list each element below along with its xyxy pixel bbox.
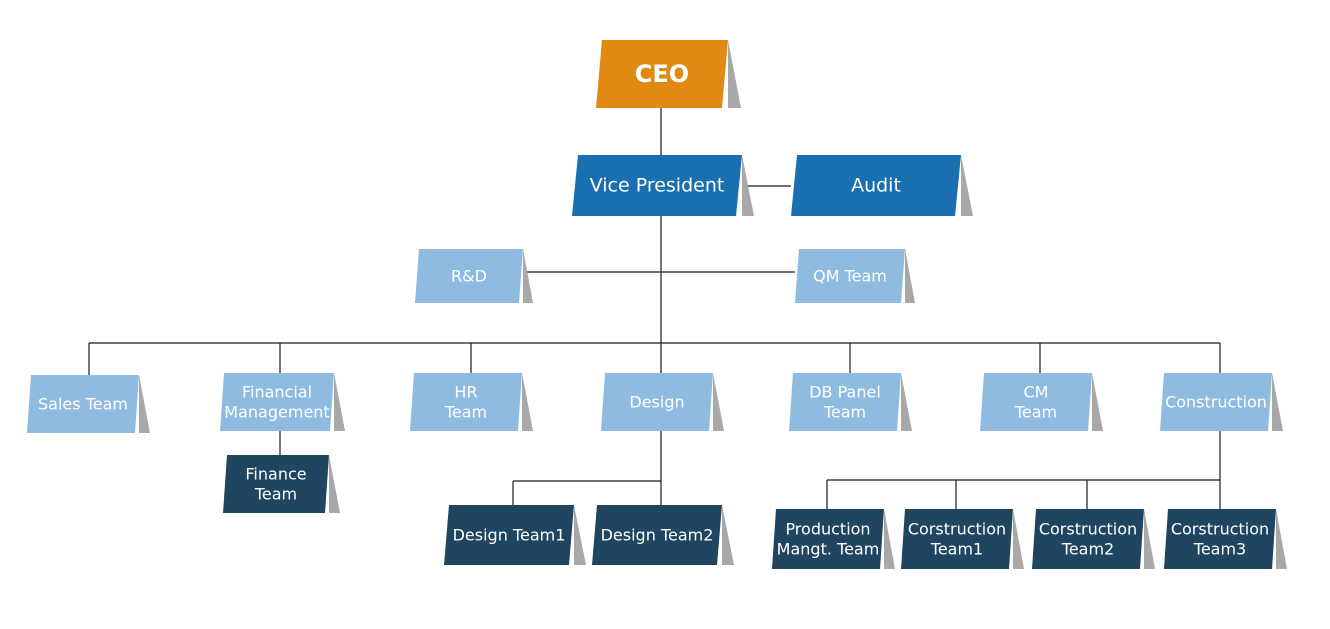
box-label: Team — [1014, 403, 1057, 422]
org-box-ceo: CEO — [596, 40, 741, 108]
box-fold-shadow — [722, 505, 734, 565]
box-body — [601, 373, 713, 431]
box-label: DB Panel — [809, 383, 881, 402]
box-label: Finance — [245, 465, 306, 484]
box-label: Team — [254, 485, 297, 504]
box-label: Design Team1 — [453, 526, 566, 545]
box-body — [596, 40, 728, 108]
box-body — [901, 509, 1013, 569]
box-body — [1032, 509, 1144, 569]
org-box-design1: Design Team1 — [444, 505, 586, 565]
box-body — [223, 455, 329, 513]
box-body — [415, 249, 523, 303]
box-body — [220, 373, 334, 431]
box-label: Corstruction — [908, 520, 1006, 539]
box-body — [789, 373, 901, 431]
box-label: Team2 — [1061, 540, 1114, 559]
box-label: Sales Team — [38, 395, 128, 414]
box-body — [572, 155, 742, 216]
box-label: Team — [823, 403, 866, 422]
box-label: HR — [454, 383, 477, 402]
box-body — [592, 505, 722, 565]
box-label: CEO — [635, 60, 689, 88]
box-fold-shadow — [522, 373, 533, 431]
box-label: Construction — [1165, 393, 1267, 412]
box-body — [795, 249, 905, 303]
box-body — [410, 373, 522, 431]
box-body — [1164, 509, 1276, 569]
box-label: Team3 — [1193, 540, 1246, 559]
org-box-audit: Audit — [791, 155, 973, 216]
box-fold-shadow — [1276, 509, 1287, 569]
box-label: Production — [785, 520, 870, 539]
box-fold-shadow — [1144, 509, 1155, 569]
box-fold-shadow — [961, 155, 973, 216]
org-box-construction: Construction — [1160, 373, 1283, 431]
org-box-rnd: R&D — [415, 249, 533, 303]
box-fold-shadow — [1013, 509, 1024, 569]
box-fold-shadow — [334, 373, 345, 431]
box-body — [27, 375, 139, 433]
box-fold-shadow — [901, 373, 912, 431]
box-label: Mangt. Team — [777, 540, 880, 559]
box-label: Corstruction — [1171, 520, 1269, 539]
box-body — [772, 509, 884, 569]
box-fold-shadow — [1272, 373, 1283, 431]
box-body — [444, 505, 574, 565]
box-fold-shadow — [574, 505, 586, 565]
box-label: Design — [629, 393, 684, 412]
box-label: Management — [224, 403, 329, 422]
org-box-design2: Design Team2 — [592, 505, 734, 565]
box-body — [791, 155, 961, 216]
connector-lines — [88, 108, 1221, 509]
box-body — [1160, 373, 1272, 431]
box-fold-shadow — [884, 509, 895, 569]
box-label: R&D — [451, 267, 487, 286]
org-box-sales: Sales Team — [27, 375, 150, 433]
org-box-vp: Vice President — [572, 155, 754, 216]
box-fold-shadow — [905, 249, 915, 303]
box-fold-shadow — [713, 373, 724, 431]
box-fold-shadow — [523, 249, 533, 303]
box-label: Team — [444, 403, 487, 422]
org-box-design: Design — [601, 373, 724, 431]
box-fold-shadow — [139, 375, 150, 433]
box-label: Audit — [851, 175, 901, 197]
org-box-qm: QM Team — [795, 249, 915, 303]
box-label: CM — [1024, 383, 1049, 402]
box-label: Corstruction — [1039, 520, 1137, 539]
box-fold-shadow — [742, 155, 754, 216]
box-fold-shadow — [329, 455, 340, 513]
box-label: QM Team — [813, 267, 887, 286]
box-label: Financial — [242, 383, 312, 402]
box-label: Design Team2 — [601, 526, 714, 545]
box-fold-shadow — [728, 40, 741, 108]
box-label: Team1 — [930, 540, 983, 559]
box-fold-shadow — [1092, 373, 1103, 431]
box-body — [980, 373, 1092, 431]
box-label: Vice President — [590, 175, 725, 197]
